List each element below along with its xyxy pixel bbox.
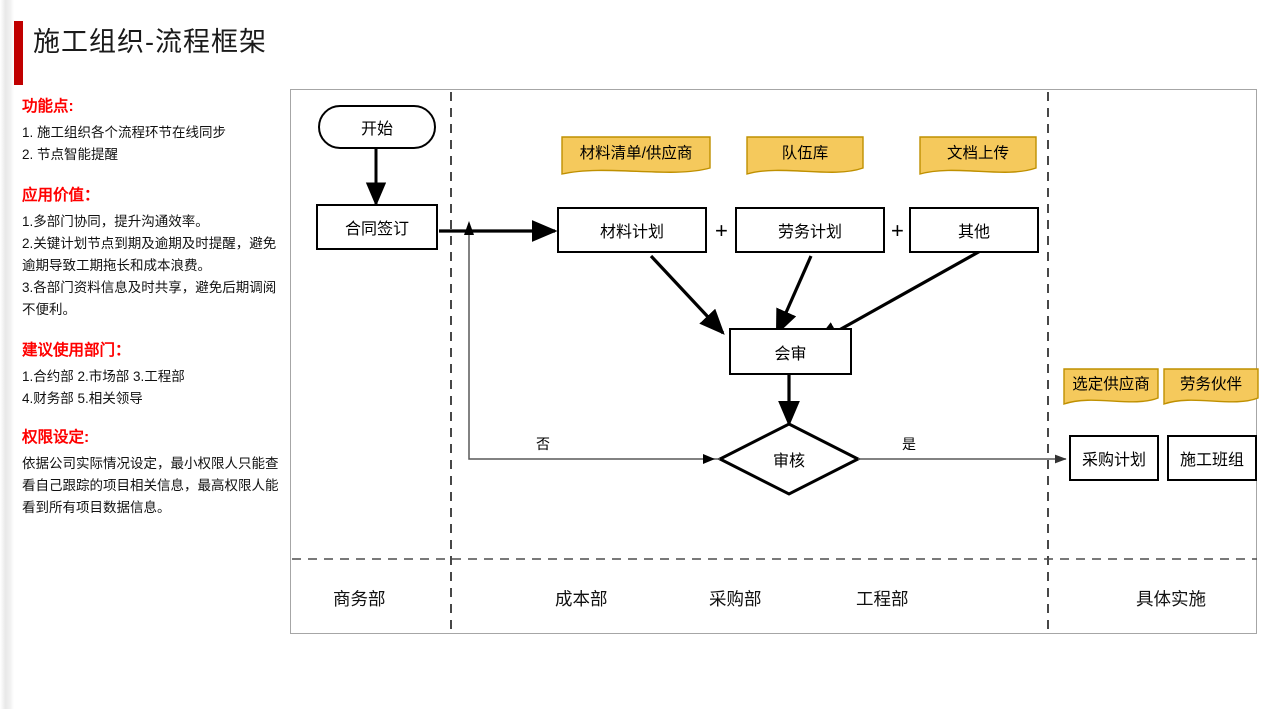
- node-start[interactable]: 开始: [318, 105, 436, 149]
- left-edge-strip: [0, 0, 14, 709]
- node-work-team[interactable]: 施工班组: [1167, 435, 1257, 481]
- document-shape-icon: [1163, 368, 1259, 405]
- edge-label-yes: 是: [902, 436, 916, 452]
- section-line: 3.各部门资料信息及时共享，避免后期调阅不便利。: [22, 280, 277, 317]
- document-shape-icon: [746, 136, 864, 175]
- info-column: 功能点: 1. 施工组织各个流程环节在线同步 2. 节点智能提醒 应用价值： 1…: [22, 97, 284, 539]
- plus-operator-2: +: [891, 218, 904, 243]
- info-section-features: 功能点: 1. 施工组织各个流程环节在线同步 2. 节点智能提醒: [22, 97, 284, 166]
- node-start-label: 开始: [360, 121, 393, 138]
- info-section-permissions: 权限设定: 依据公司实际情况设定，最小权限人只能查看自己跟踪的项目相关信息，最高…: [22, 428, 284, 519]
- plus-operator-1: +: [715, 218, 728, 243]
- node-joint-review[interactable]: 会审: [729, 328, 852, 375]
- section-heading: 应用价值：: [22, 187, 100, 205]
- section-line: 1. 施工组织各个流程环节在线同步: [22, 125, 227, 141]
- page-title: 施工组织-流程框架: [33, 27, 267, 57]
- node-other-label: 其他: [957, 224, 990, 241]
- node-purchase-plan-label: 采购计划: [1081, 452, 1146, 469]
- node-material-plan[interactable]: 材料计划: [557, 207, 707, 253]
- section-heading: 权限设定:: [22, 428, 90, 446]
- info-section-value: 应用价值： 1.多部门协同，提升沟通效率。 2.关键计划节点到期及逾期及时提醒，…: [22, 186, 284, 321]
- note-material-list[interactable]: 材料清单/供应商: [561, 136, 711, 176]
- section-line: 1.合约部 2.市场部 3.工程部: [22, 369, 185, 385]
- note-selected-supplier-label: 选定供应商: [1072, 376, 1150, 393]
- lane-label-purchasing: 采购部: [709, 589, 762, 609]
- flowchart-connectors: [292, 92, 1257, 633]
- edge-approval-no: [468, 231, 720, 460]
- document-shape-icon: [561, 136, 711, 175]
- note-selected-supplier[interactable]: 选定供应商: [1063, 368, 1159, 406]
- note-doc-upload-label: 文档上传: [946, 145, 1009, 162]
- node-contract[interactable]: 合同签订: [316, 204, 438, 250]
- lane-label-business: 商务部: [333, 589, 386, 609]
- note-material-list-label: 材料清单/供应商: [579, 145, 693, 162]
- info-section-departments: 建议使用部门： 1.合约部 2.市场部 3.工程部 4.财务部 5.相关领导: [22, 341, 284, 410]
- edge-other-to-review: [813, 243, 992, 345]
- edge-approval-no-arrowhead: [464, 221, 474, 235]
- lane-label-cost: 成本部: [555, 589, 608, 609]
- edge-labor-to-review: [775, 255, 813, 336]
- node-joint-review-label: 会审: [774, 345, 807, 363]
- node-purchase-plan[interactable]: 采购计划: [1069, 435, 1159, 481]
- node-other[interactable]: 其他: [909, 207, 1039, 253]
- lane-label-implementation: 具体实施: [1136, 589, 1206, 609]
- edge-label-no: 否: [536, 436, 550, 452]
- note-team-library[interactable]: 队伍库: [746, 136, 864, 176]
- node-contract-label: 合同签订: [344, 221, 409, 238]
- node-approval[interactable]: 审核: [746, 446, 832, 472]
- node-approval-label: 审核: [772, 453, 805, 470]
- section-line: 2. 节点智能提醒: [22, 147, 119, 163]
- section-line: 4.财务部 5.相关领导: [22, 391, 143, 406]
- lane-label-engineering: 工程部: [856, 589, 909, 609]
- note-labor-partner-label: 劳务伙伴: [1179, 376, 1242, 393]
- node-labor-plan-label: 劳务计划: [777, 224, 842, 241]
- note-doc-upload[interactable]: 文档上传: [919, 136, 1037, 176]
- node-labor-plan[interactable]: 劳务计划: [735, 207, 885, 253]
- edge-material-to-review: [649, 254, 725, 335]
- decision-approval-shape: [716, 422, 862, 496]
- document-shape-icon: [919, 136, 1037, 175]
- section-line: 2.关键计划节点到期及逾期及时提醒，避免逾期导致工期拖长和成本浪费。: [22, 236, 277, 274]
- section-line: 1.多部门协同，提升沟通效率。: [22, 214, 209, 230]
- edge-approval-no-tail-arrow: [703, 454, 715, 464]
- flowchart-frame: 开始 合同签订 材料计划 劳务计划 其他 会审 审核 采购计划 施工班组 + +: [290, 89, 1259, 634]
- title-accent-bar: [14, 21, 23, 85]
- section-heading: 建议使用部门：: [22, 341, 131, 359]
- document-shape-icon: [1063, 368, 1159, 405]
- section-heading: 功能点:: [22, 98, 74, 115]
- section-line: 依据公司实际情况设定，最小权限人只能查看自己跟踪的项目相关信息，最高权限人能看到…: [22, 456, 279, 515]
- node-material-plan-label: 材料计划: [599, 224, 664, 241]
- note-team-library-label: 队伍库: [781, 145, 829, 162]
- note-labor-partner[interactable]: 劳务伙伴: [1163, 368, 1259, 406]
- node-work-team-label: 施工班组: [1179, 452, 1244, 469]
